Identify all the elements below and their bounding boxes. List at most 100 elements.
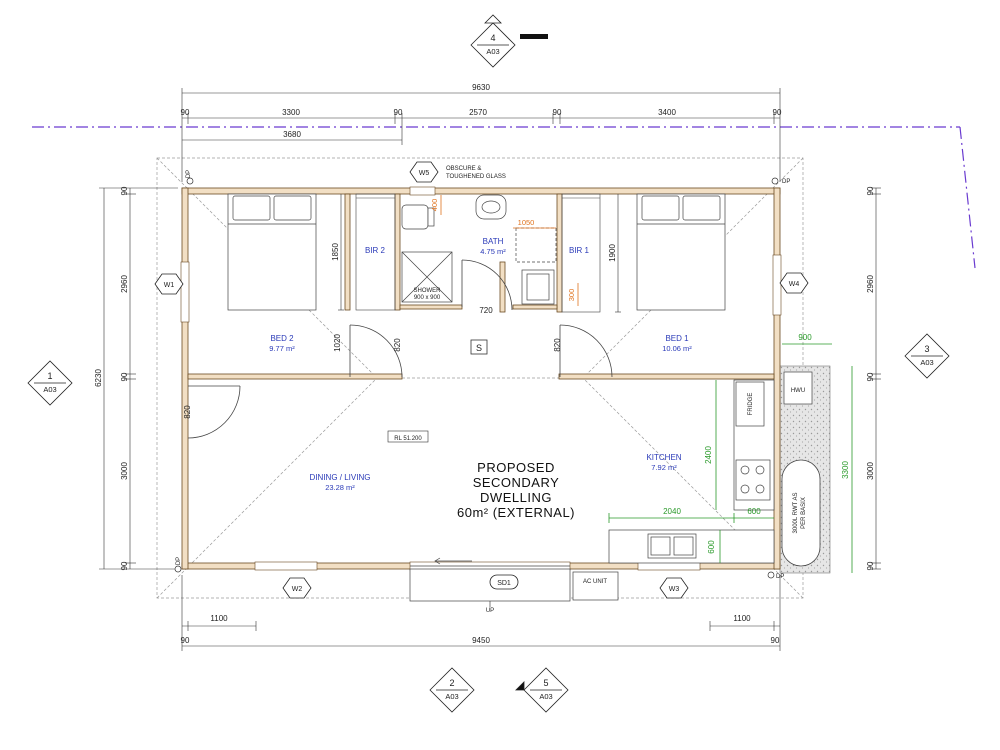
north-bar <box>520 34 548 39</box>
dim-left-c: 90 <box>120 372 129 381</box>
level-box <box>387 430 429 443</box>
green-dimensions <box>608 343 853 573</box>
dim-bottom-d: 90 <box>771 636 780 645</box>
shower-size: 900 x 900 <box>414 295 441 301</box>
dim-left-a: 90 <box>120 186 129 195</box>
dim-right-d: 3000 <box>866 462 875 480</box>
room-bir2-name: BIR 2 <box>365 246 386 255</box>
room-dining-name: DINING / LIVING <box>310 473 371 482</box>
room-dining-area: 23.28 m² <box>325 483 355 492</box>
rainwater-tank <box>781 459 821 567</box>
section-marker-4 <box>470 14 516 68</box>
dp-label-tl: DP <box>186 170 192 178</box>
bed-2 <box>227 193 317 311</box>
bed-1 <box>636 193 726 311</box>
section-2-num: 2 <box>449 678 454 688</box>
rwt-label-1: 3000L RWT AS <box>793 493 799 534</box>
room-kitchen-area: 7.92 m² <box>651 463 677 472</box>
dim-top-sub: 3680 <box>283 130 301 139</box>
dim-top-c: 90 <box>394 108 403 117</box>
dp-label-bl: DP <box>176 557 182 565</box>
section-3-num: 3 <box>924 344 929 354</box>
room-bath-area: 4.75 m² <box>480 247 506 256</box>
window-w3: W3 <box>669 586 680 593</box>
window-w5: W5 <box>419 170 430 177</box>
window-w4: W4 <box>789 281 800 288</box>
robes <box>355 193 601 313</box>
dim-top-g: 90 <box>773 108 782 117</box>
dim-orange-300: 300 <box>567 289 576 302</box>
ac-unit <box>572 571 619 601</box>
dim-left-d: 3000 <box>120 462 129 480</box>
section-5-ref: A03 <box>539 692 552 701</box>
section-4-num: 4 <box>490 33 495 43</box>
section-1-num: 1 <box>47 371 52 381</box>
kitchen-benches <box>608 379 775 564</box>
dim-left-total: 6230 <box>94 369 103 387</box>
window-tags <box>154 161 809 599</box>
room-kitchen-name: KITCHEN <box>646 453 681 462</box>
dim-left-e: 90 <box>120 561 129 570</box>
obscure-label-2: TOUGHENED GLASS <box>446 174 506 180</box>
dim-door-820-c: 820 <box>183 405 192 419</box>
dim-door-820-b: 820 <box>553 338 562 352</box>
obscure-label-1: OBSCURE & <box>446 166 481 172</box>
room-bed2-name: BED 2 <box>270 334 294 343</box>
section-3-ref: A03 <box>920 358 933 367</box>
section-1-ref: A03 <box>43 385 56 394</box>
hwu-unit <box>783 371 813 405</box>
slab-marker: S <box>476 343 482 353</box>
dim-top-a: 90 <box>181 108 190 117</box>
bath-fixtures <box>401 194 557 305</box>
door-swings <box>187 259 613 439</box>
door-sd1: SD1 <box>497 580 511 587</box>
section-2-ref: A03 <box>445 692 458 701</box>
level-label: RL 51.200 <box>394 436 422 442</box>
hwu-label: HWU <box>791 388 805 394</box>
fridge-label: FRIDGE <box>748 393 754 416</box>
window-w1: W1 <box>164 282 175 289</box>
title-line-4: 60m² (EXTERNAL) <box>457 505 575 520</box>
up-label: UP <box>486 608 494 614</box>
shower-label: SHOWER <box>414 288 442 294</box>
dim-right-a: 90 <box>866 186 875 195</box>
dim-green-900: 900 <box>798 333 812 342</box>
orange-dimensions <box>440 195 579 306</box>
dim-door-820-a: 820 <box>393 338 402 352</box>
slab-marker-box <box>470 339 488 355</box>
dim-green-600-b: 600 <box>707 540 716 554</box>
dim-right-c: 90 <box>866 372 875 381</box>
dim-orange-1050: 1050 <box>518 218 535 227</box>
title-line-1: PROPOSED <box>477 460 555 475</box>
dim-top-d: 2570 <box>469 108 487 117</box>
section-marker-3 <box>904 333 950 379</box>
room-bath-name: BATH <box>483 237 504 246</box>
section-4-ref: A03 <box>486 47 499 56</box>
title-line-2: SECONDARY <box>473 475 560 490</box>
dim-left-b: 2960 <box>120 275 129 293</box>
dim-top-b: 3300 <box>282 108 300 117</box>
dim-green-600-a: 600 <box>747 507 761 516</box>
dim-green-2400: 2400 <box>704 446 713 464</box>
dim-bottom-b: 1100 <box>210 614 228 623</box>
section-marker-2 <box>429 667 475 713</box>
section-markers <box>27 14 950 713</box>
dim-bir1-h: 1900 <box>608 244 617 262</box>
dim-green-2040: 2040 <box>663 507 681 516</box>
dim-bottom-a: 90 <box>181 636 190 645</box>
property-boundary <box>32 126 976 269</box>
room-bed2-area: 9.77 m² <box>269 344 295 353</box>
dim-bottom-total: 9450 <box>472 636 490 645</box>
room-bir1-name: BIR 1 <box>569 246 590 255</box>
dimension-lines <box>99 88 881 651</box>
dim-green-3300: 3300 <box>841 461 850 479</box>
room-bed1-name: BED 1 <box>665 334 689 343</box>
dim-bottom-c: 1100 <box>733 614 751 623</box>
dim-top-total: 9630 <box>472 83 490 92</box>
window-w2: W2 <box>292 586 303 593</box>
ac-unit-label: AC UNIT <box>583 579 607 585</box>
section-marker-5 <box>515 667 569 713</box>
dim-orange-400: 400 <box>430 199 439 212</box>
sliding-door <box>409 557 571 607</box>
